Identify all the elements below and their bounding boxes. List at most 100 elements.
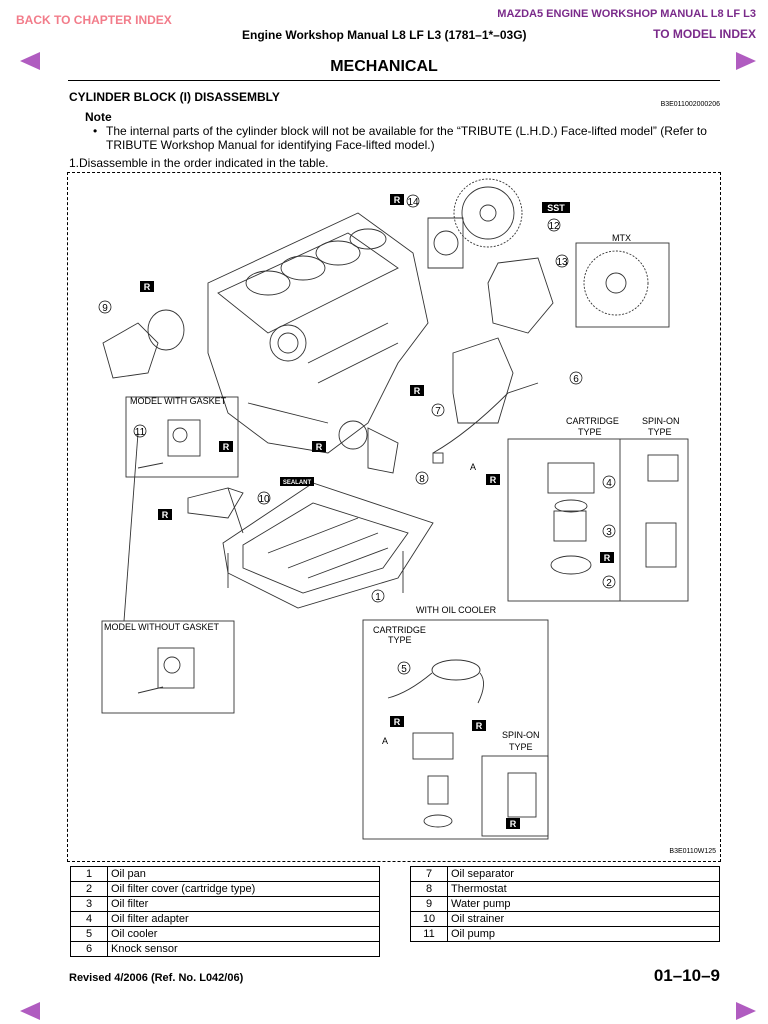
callout-12: 12 — [547, 218, 561, 232]
part-number: 3 — [70, 896, 108, 912]
connection-a-label: A — [470, 462, 476, 472]
note-bullet: • — [93, 124, 98, 138]
part-name: Oil pump — [447, 926, 720, 942]
cooler-spin-on-type-label: SPIN-ON — [502, 730, 540, 740]
model-without-gasket-box — [101, 620, 235, 714]
callout-14: 14 — [406, 194, 420, 208]
replace-tag-icon: R — [312, 441, 326, 452]
part-name: Thermostat — [447, 881, 720, 897]
cylinder-block-drawing — [207, 212, 429, 454]
callout-13: 13 — [555, 254, 569, 268]
procedure-step: 1.Disassemble in the order indicated in … — [69, 156, 329, 170]
previous-page-arrow-icon[interactable] — [20, 52, 40, 70]
filter-types-box — [507, 438, 689, 602]
callout-8: 8 — [415, 471, 429, 485]
drive-plate-drawing — [453, 178, 523, 248]
cooler-connection-a-label: A — [382, 736, 388, 746]
cooler-cartridge-type-label: CARTRIDGE — [373, 625, 426, 635]
model-with-gasket-box — [125, 396, 239, 478]
sst-tag-icon: SST — [542, 202, 570, 213]
note-heading: Note — [85, 110, 112, 124]
part-number: 10 — [410, 911, 448, 927]
svg-text:R: R — [394, 717, 401, 727]
svg-text:10: 10 — [258, 494, 270, 505]
section-title: MECHANICAL — [330, 58, 438, 75]
svg-text:SEALANT: SEALANT — [283, 480, 312, 486]
manual-brand-title: MAZDA5 ENGINE WORKSHOP MANUAL L8 LF L3 — [497, 8, 756, 20]
callout-5: 5 — [397, 661, 411, 675]
callout-10: 10 — [257, 491, 271, 505]
svg-text:2: 2 — [606, 578, 612, 589]
back-to-chapter-index-link[interactable]: BACK TO CHAPTER INDEX — [16, 13, 172, 27]
model-without-gasket-label: MODEL WITHOUT GASKET — [104, 622, 220, 632]
part-number: 5 — [70, 926, 108, 942]
callout-7: 7 — [431, 403, 445, 417]
page-number: 01–10–9 — [653, 966, 720, 985]
svg-text:R: R — [490, 475, 497, 485]
svg-text:7: 7 — [435, 406, 441, 417]
svg-text:4: 4 — [606, 478, 612, 489]
svg-text:R: R — [476, 721, 483, 731]
replace-tag-icon: R — [390, 194, 404, 205]
part-name: Water pump — [447, 896, 720, 912]
part-number: 7 — [410, 866, 448, 882]
revision-note: Revised 4/2006 (Ref. No. L042/06) — [69, 972, 244, 984]
next-page-bottom-arrow-icon[interactable] — [736, 1002, 756, 1020]
svg-text:R: R — [144, 282, 151, 292]
part-name: Oil pan — [107, 866, 380, 882]
engine-exploded-view-diagram: 1 2 3 4 5 6 7 8 9 10 11 12 13 14 R R R R… — [98, 178, 689, 840]
part-name: Oil strainer — [447, 911, 720, 927]
svg-text:13: 13 — [556, 257, 568, 268]
svg-text:R: R — [604, 553, 611, 563]
note-text: The internal parts of the cylinder block… — [106, 124, 707, 152]
svg-text:3: 3 — [606, 527, 612, 538]
part-number: 11 — [410, 926, 448, 942]
part-number: 8 — [410, 881, 448, 897]
to-model-index-link[interactable]: TO MODEL INDEX — [653, 27, 756, 41]
cartridge-type-label: CARTRIDGE — [566, 416, 619, 426]
title-divider — [68, 80, 720, 81]
replace-tag-icon: R — [472, 720, 486, 731]
svg-text:R: R — [394, 195, 401, 205]
svg-text:9: 9 — [102, 303, 108, 314]
callout-4: 4 — [602, 475, 616, 489]
with-oil-cooler-label: WITH OIL COOLER — [416, 605, 497, 615]
next-page-arrow-icon[interactable] — [736, 52, 756, 70]
part-name: Oil cooler — [107, 926, 380, 942]
part-name: Knock sensor — [107, 941, 380, 957]
figure-labels: MTX MODEL WITH GASKET MODEL WITHOUT GASK… — [104, 233, 680, 752]
svg-text:R: R — [316, 442, 323, 452]
exploded-view-figure-frame — [67, 172, 721, 862]
replace-tag-icon: R — [486, 474, 500, 485]
replace-tag-icon: R — [506, 818, 520, 829]
replace-tag-icon: R — [410, 385, 424, 396]
callout-6: 6 — [569, 371, 583, 385]
svg-text:1: 1 — [375, 592, 381, 603]
cooler-cartridge-type-label-line2: TYPE — [388, 635, 412, 645]
previous-page-bottom-arrow-icon[interactable] — [20, 1002, 40, 1020]
svg-text:14: 14 — [407, 197, 419, 208]
svg-text:R: R — [162, 510, 169, 520]
mtx-label: MTX — [612, 233, 631, 243]
replace-tag-icon: R — [219, 441, 233, 452]
callout-numbers: 1 2 3 4 5 6 7 8 9 10 11 12 13 14 — [98, 194, 616, 675]
svg-text:12: 12 — [548, 221, 560, 232]
part-name: Oil filter — [107, 896, 380, 912]
replace-tag-icon: R — [140, 281, 154, 292]
callout-9: 9 — [98, 300, 112, 314]
part-number: 2 — [70, 881, 108, 897]
part-name: Oil separator — [447, 866, 720, 882]
replace-tag-icon: R — [600, 552, 614, 563]
replace-tags: R R R R R R R R R R R SST SEALANT — [140, 194, 614, 829]
spin-on-type-label: SPIN-ON — [642, 416, 680, 426]
part-name: Oil filter adapter — [107, 911, 380, 927]
